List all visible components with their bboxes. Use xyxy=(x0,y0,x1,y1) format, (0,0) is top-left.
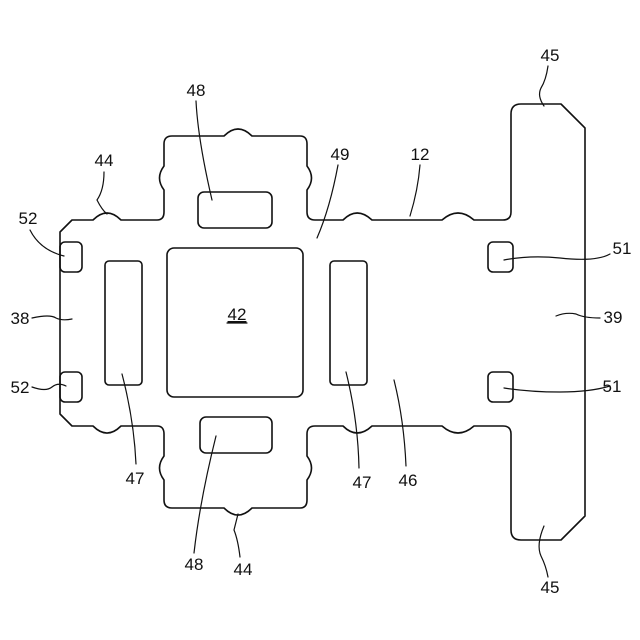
label-47-right: 47 xyxy=(353,473,372,492)
pad-52-top xyxy=(60,242,82,272)
leader-51-bottom xyxy=(504,386,610,392)
leader-49 xyxy=(317,165,338,238)
leader-47-right xyxy=(346,372,359,468)
pad-51-bottom xyxy=(488,372,513,402)
label-52-top: 52 xyxy=(19,209,38,228)
label-38: 38 xyxy=(11,309,30,328)
label-44-bottom: 44 xyxy=(234,560,253,579)
label-48-bottom: 48 xyxy=(185,555,204,574)
label-51-bottom: 51 xyxy=(603,377,622,396)
leader-47-left xyxy=(122,374,136,464)
leader-46 xyxy=(394,380,406,466)
label-42: 42 xyxy=(228,305,247,324)
leader-44-bottom xyxy=(234,514,240,557)
leader-52-bottom xyxy=(32,384,66,389)
leader-45-bottom xyxy=(539,526,548,577)
label-51-top: 51 xyxy=(613,239,632,258)
slot-48-top xyxy=(198,192,272,228)
label-45-bottom: 45 xyxy=(541,578,560,597)
label-12: 12 xyxy=(411,145,430,164)
pad-51-top xyxy=(488,242,513,272)
slot-47-right xyxy=(330,261,367,385)
leader-44-top xyxy=(97,172,107,214)
label-39: 39 xyxy=(604,308,623,327)
label-49: 49 xyxy=(331,145,350,164)
leader-12 xyxy=(410,165,420,216)
label-46: 46 xyxy=(399,471,418,490)
label-47-left: 47 xyxy=(126,469,145,488)
slot-47-left xyxy=(105,261,142,385)
label-52-bottom: 52 xyxy=(11,378,30,397)
leader-38 xyxy=(32,316,72,320)
leader-48-top xyxy=(196,101,212,200)
label-48-top: 48 xyxy=(187,81,206,100)
leader-39 xyxy=(556,313,600,318)
leader-52-top xyxy=(30,230,64,256)
pad-52-bottom xyxy=(60,372,82,402)
slot-48-bottom xyxy=(200,417,272,453)
leader-45-top xyxy=(540,66,548,106)
label-44-top: 44 xyxy=(95,151,114,170)
label-45-top: 45 xyxy=(541,46,560,65)
leader-51-top xyxy=(504,254,610,260)
